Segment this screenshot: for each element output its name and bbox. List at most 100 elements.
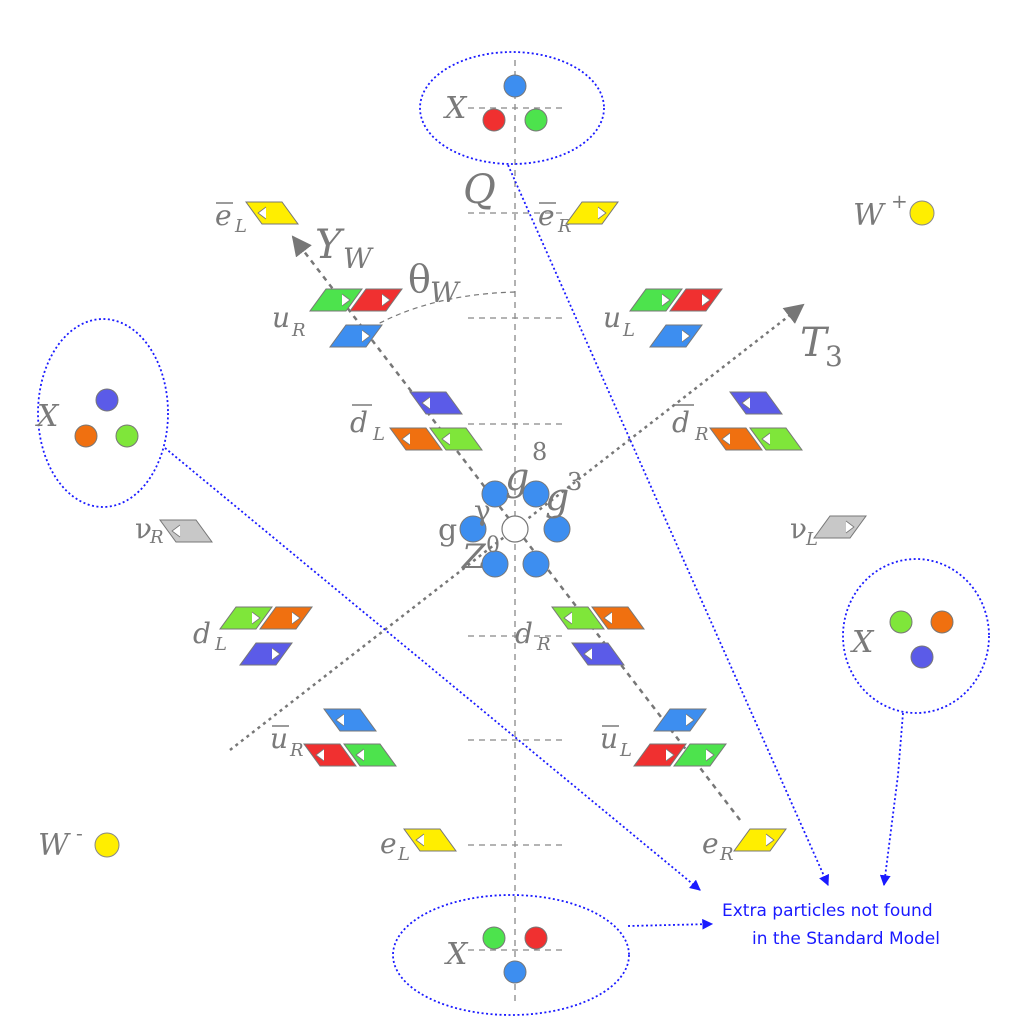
fermion-chip xyxy=(571,642,625,666)
fermion-chip xyxy=(349,288,403,312)
fermion-chip xyxy=(669,288,723,312)
fermion-chip xyxy=(629,288,683,312)
fermion-chip xyxy=(219,606,273,630)
fermion-chip xyxy=(239,642,293,666)
svg-text:+: + xyxy=(891,189,908,213)
chip-notch xyxy=(271,647,281,661)
ebar-r-label: e xyxy=(538,199,555,232)
level-ticks xyxy=(468,107,565,951)
fermion-chip xyxy=(709,427,763,451)
chip-notch xyxy=(251,611,261,625)
nu-l-label: ν xyxy=(790,512,807,545)
fermion-labels: e L e R u R u L d L d R ν R ν L d L d R … xyxy=(135,199,818,865)
svg-text:L: L xyxy=(214,634,227,655)
annotation-line-1: Extra particles not found xyxy=(722,901,933,921)
chip-notch xyxy=(685,713,695,727)
fermion-chip xyxy=(733,828,787,852)
svg-text:L: L xyxy=(619,740,632,761)
svg-text:R: R xyxy=(291,320,306,341)
chip-notch xyxy=(583,647,593,661)
theta-label: θ xyxy=(408,257,431,301)
chip-notch xyxy=(845,520,855,534)
q-label: Q xyxy=(463,167,496,213)
svg-text:W: W xyxy=(38,828,71,863)
fermion-chip xyxy=(309,288,363,312)
gamma-label: γ xyxy=(474,494,491,527)
x-group-right: X xyxy=(842,558,990,714)
fermion-chip xyxy=(649,324,703,348)
fermion-chip xyxy=(343,743,397,767)
chip-notch xyxy=(361,329,371,343)
chip-notch xyxy=(315,748,325,762)
chip-notch xyxy=(765,833,775,847)
fermion-chip xyxy=(633,743,687,767)
x-group-left: X xyxy=(35,318,169,508)
fermion-chip xyxy=(329,324,383,348)
fermion-chip xyxy=(673,743,727,767)
svg-text:L: L xyxy=(805,529,818,550)
fermion-chip xyxy=(245,201,299,225)
nu-r-label: ν xyxy=(135,512,152,545)
chip-notch xyxy=(291,611,301,625)
w-minus-boson: W - xyxy=(38,821,120,863)
svg-text:X: X xyxy=(444,937,469,972)
gauge-bosons xyxy=(459,480,571,578)
chip-notch xyxy=(597,206,607,220)
gluon-left-label: g xyxy=(438,513,457,548)
g8-label: g xyxy=(505,455,529,499)
x-group-top: X xyxy=(419,51,605,165)
chip-notch xyxy=(603,611,613,625)
fermion-chip xyxy=(813,515,867,539)
e-r-label: e xyxy=(702,827,719,860)
chip-notch xyxy=(681,329,691,343)
dbar-l-label: d xyxy=(350,406,368,439)
chip-notch xyxy=(421,396,431,410)
chip-notch xyxy=(401,432,411,446)
chip-notch xyxy=(661,293,671,307)
svg-text:X: X xyxy=(443,91,468,126)
fermion-chip xyxy=(591,606,645,630)
chip-notch xyxy=(701,293,711,307)
annotation-arrows xyxy=(164,164,904,930)
z-sup: 0 xyxy=(486,533,500,558)
svg-text:R: R xyxy=(536,634,551,655)
fermion-chip xyxy=(323,708,377,732)
chip-notch xyxy=(381,293,391,307)
fermion-chip xyxy=(551,606,605,630)
fermion-chip xyxy=(429,427,483,451)
fermion-chip xyxy=(565,201,619,225)
theta-label-sub: W xyxy=(430,276,461,309)
ubar-l-label: u xyxy=(600,722,618,755)
g3-label: g xyxy=(545,475,569,519)
fermion-chip xyxy=(259,606,313,630)
t3-axis xyxy=(229,303,805,751)
ebar-l-label: e xyxy=(215,199,232,232)
t3-label: T xyxy=(800,320,830,366)
u-l-label: u xyxy=(603,301,621,334)
svg-text:-: - xyxy=(76,821,83,845)
fermion-chip xyxy=(403,828,457,852)
svg-text:X: X xyxy=(35,399,60,434)
yw-label-sub: W xyxy=(343,242,374,275)
d-r-label: d xyxy=(515,617,533,650)
chip-notch xyxy=(257,206,267,220)
svg-text:R: R xyxy=(719,844,734,865)
chip-notch xyxy=(335,713,345,727)
chip-notch xyxy=(415,833,425,847)
fermion-chip xyxy=(389,427,443,451)
g3-sup: 3 xyxy=(567,468,582,496)
x-group-bottom: X xyxy=(392,894,630,1016)
svg-text:L: L xyxy=(234,216,247,237)
svg-text:X: X xyxy=(850,625,875,660)
fermion-chip xyxy=(303,743,357,767)
fermion-chip xyxy=(729,391,783,415)
chip-notch xyxy=(441,432,451,446)
e-l-label: e xyxy=(380,827,397,860)
chip-notch xyxy=(171,524,181,538)
chip-notch xyxy=(705,748,715,762)
svg-text:L: L xyxy=(372,424,385,445)
t3-label-sub: 3 xyxy=(825,340,843,373)
chip-notch xyxy=(341,293,351,307)
